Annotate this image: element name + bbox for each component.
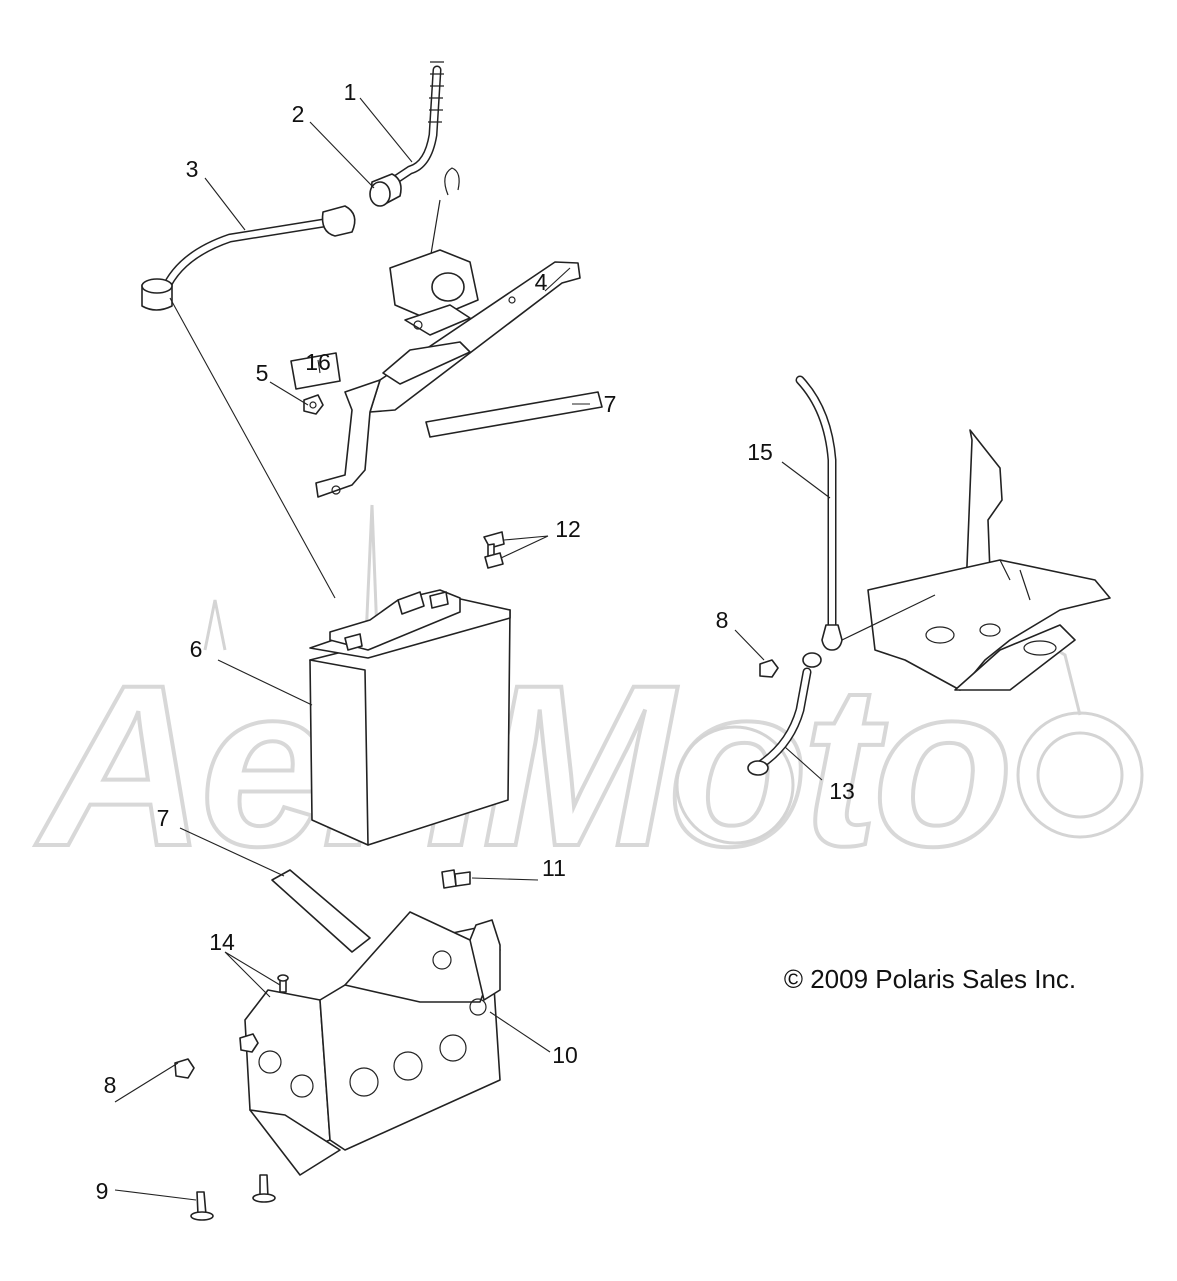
callout-5: 5: [256, 360, 269, 386]
callout-3: 3: [186, 156, 199, 182]
part-frame: [841, 429, 1111, 691]
part-strip-upper: [425, 391, 603, 438]
callout-16: 16: [305, 349, 331, 375]
part-bolts-9: [190, 1174, 276, 1221]
part-battery-cable: [141, 205, 356, 311]
part-bolt-11: [441, 869, 471, 889]
part-cable-upper: [390, 61, 444, 185]
part-nut-8-box: [239, 1033, 259, 1053]
part-battery: [309, 589, 511, 846]
part-nut-5: [303, 394, 324, 415]
callout-2: 2: [292, 101, 305, 127]
watermark-text: AeHMoto: [35, 637, 1007, 894]
callout-8-right: 8: [716, 607, 729, 633]
callout-12: 12: [555, 516, 581, 542]
part-cable-15: [795, 375, 843, 651]
part-battery-box: [244, 911, 501, 1176]
part-fastener-12: [483, 531, 505, 569]
callout-8-lower: 8: [104, 1072, 117, 1098]
callout-13: 13: [829, 778, 855, 804]
callout-7-lower: 7: [157, 805, 170, 831]
watermark-logo: AeHMoto: [33, 504, 1144, 896]
part-pad: [290, 352, 341, 390]
callout-6: 6: [190, 636, 203, 662]
part-nut-8-right: [759, 659, 779, 678]
part-solenoid: [389, 167, 479, 336]
part-terminal-boot: [369, 173, 402, 207]
part-strip-lower: [271, 869, 371, 953]
callout-9: 9: [96, 1178, 109, 1204]
callout-11: 11: [542, 855, 566, 881]
part-cable-13: [747, 652, 822, 776]
part-studs-14: [277, 974, 289, 993]
copyright-text: © 2009 Polaris Sales Inc.: [784, 964, 1076, 994]
callout-15: 15: [747, 439, 773, 465]
callout-1: 1: [344, 79, 357, 105]
callout-4: 4: [535, 269, 548, 295]
leader-lines: [114, 97, 831, 1201]
callout-14: 14: [209, 929, 235, 955]
part-battery-bracket: [315, 261, 581, 498]
callout-7-upper: 7: [604, 391, 617, 417]
callout-10: 10: [552, 1042, 578, 1068]
callout-labels: 1 2 3 4 5 16 7 12 15 6 8 13 7 11 14 10 8…: [96, 79, 855, 1204]
part-nut-8-lower: [174, 1058, 195, 1079]
